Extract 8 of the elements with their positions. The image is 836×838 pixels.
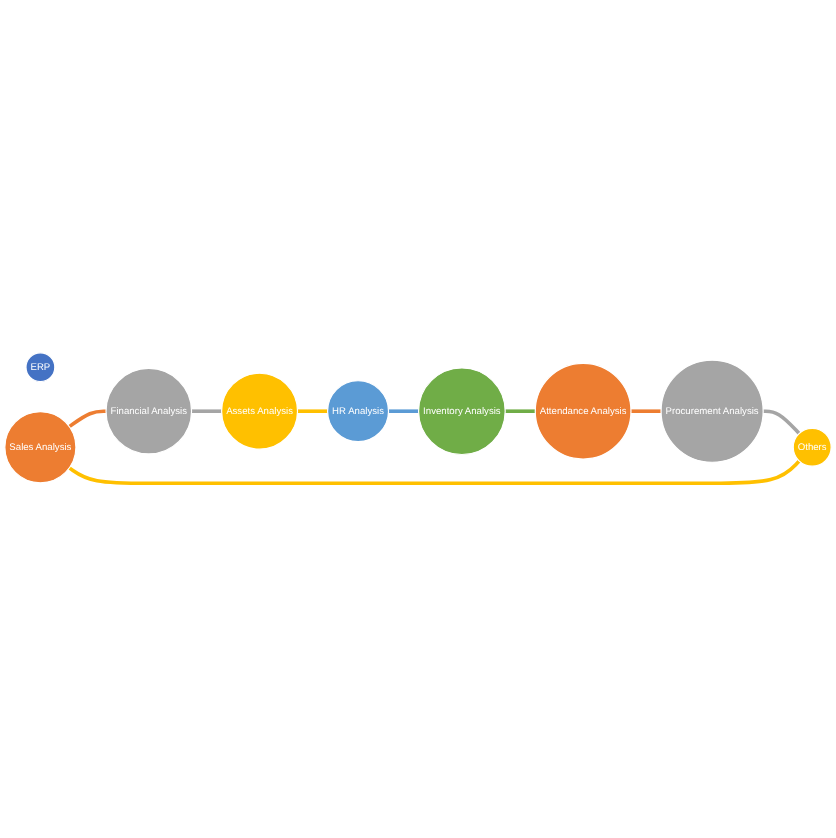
connector (505, 410, 536, 414)
connector (68, 410, 106, 430)
connector (297, 410, 328, 414)
connector (388, 410, 419, 414)
connector (631, 410, 662, 414)
connector (68, 460, 801, 487)
connector (763, 410, 801, 436)
connector (191, 410, 222, 414)
